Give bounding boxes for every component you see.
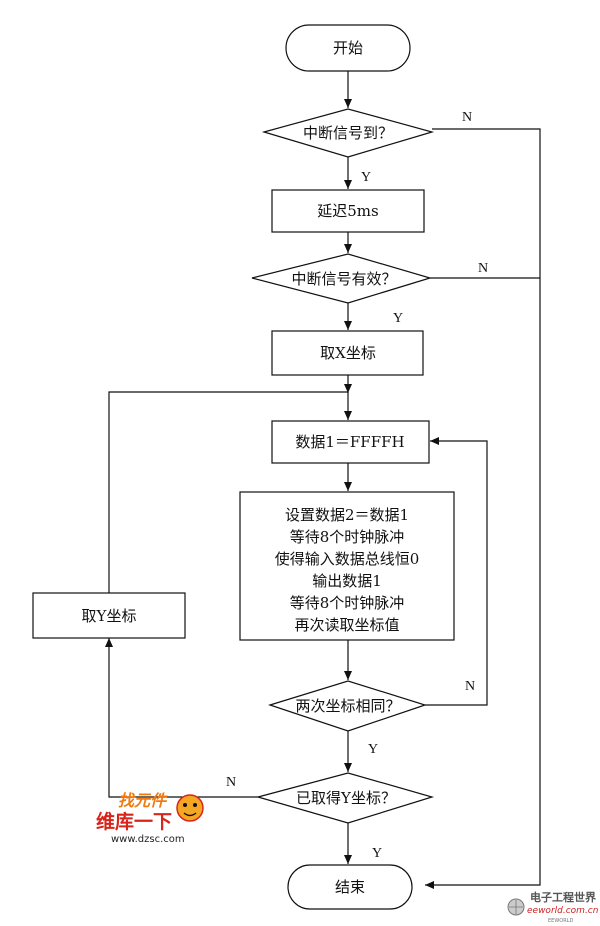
label-yes-interrupt: Y [361,170,371,185]
decision-y-done-label: 已取得Y坐标？ [296,789,396,807]
end-label: 结束 [335,878,365,896]
decision-interrupt: 中断信号到？ [261,108,435,158]
eeworld-watermark-logo: 电子工程世界 eeworld.com.cn EEWORLD [507,890,599,924]
data-init-label: 数据1＝FFFFH [295,433,404,451]
process-line-1: 设置数据2＝数据1 [285,506,409,524]
process-block: 设置数据2＝数据1 等待8个时钟脉冲 使得输入数据总线恒0 输出数据1 等待8个… [239,491,455,641]
decision-valid: 中断信号有效？ [251,253,433,304]
decision-valid-label: 中断信号有效？ [291,270,396,288]
delay-label: 延迟5ms [317,202,378,220]
dzsc-watermark-logo: 找元件 维库一下 www.dzsc.com [96,791,204,845]
get-y-label: 取Y坐标 [82,607,137,625]
branch-labels: N Y N Y N Y N Y [226,110,488,861]
start-terminal: 开始 [285,24,411,72]
mascot-icon [176,794,204,822]
process-line-6: 再次读取坐标值 [294,616,399,634]
label-yes-same: Y [368,742,378,757]
process-line-5: 等待8个时钟脉冲 [290,594,405,612]
decision-same-label: 两次坐标相同？ [295,697,400,715]
label-yes-ydone: Y [372,846,382,861]
arrow-ydone-no-to-gety [105,638,258,798]
arrow-interrupt-no-to-end [425,128,541,889]
decision-y-done: 已取得Y坐标？ [255,772,435,824]
label-no-interrupt: N [462,110,472,125]
dzsc-middle-text: 维库一下 [96,810,172,833]
connectors [105,71,541,889]
arrow-gety-to-loop [108,391,348,593]
eeworld-cn-text: 电子工程世界 [530,890,596,904]
decision-interrupt-label: 中断信号到？ [303,124,393,142]
delay-box: 延迟5ms [271,189,425,233]
end-terminal: 结束 [287,864,413,910]
start-label: 开始 [333,39,363,57]
arrow-same-no-loop [425,437,488,706]
eeworld-url-text: eeworld.com.cn [527,906,599,916]
dzsc-url-text: www.dzsc.com [111,834,185,845]
get-x-label: 取X坐标 [320,344,376,362]
process-line-4: 输出数据1 [312,572,382,590]
process-line-2: 等待8个时钟脉冲 [290,528,405,546]
eeworld-small-text: EEWORLD [548,918,573,924]
label-no-valid: N [478,261,488,276]
decision-same: 两次坐标相同？ [268,680,427,732]
label-yes-valid: Y [393,311,403,326]
get-y-box: 取Y坐标 [32,592,186,639]
label-no-same: N [465,679,475,694]
data-init-box: 数据1＝FFFFH [271,420,430,464]
label-no-ydone: N [226,775,236,790]
dzsc-top-text: 找元件 [118,791,168,810]
get-x-box: 取X坐标 [271,330,424,376]
process-line-3: 使得输入数据总线恒0 [275,550,420,568]
